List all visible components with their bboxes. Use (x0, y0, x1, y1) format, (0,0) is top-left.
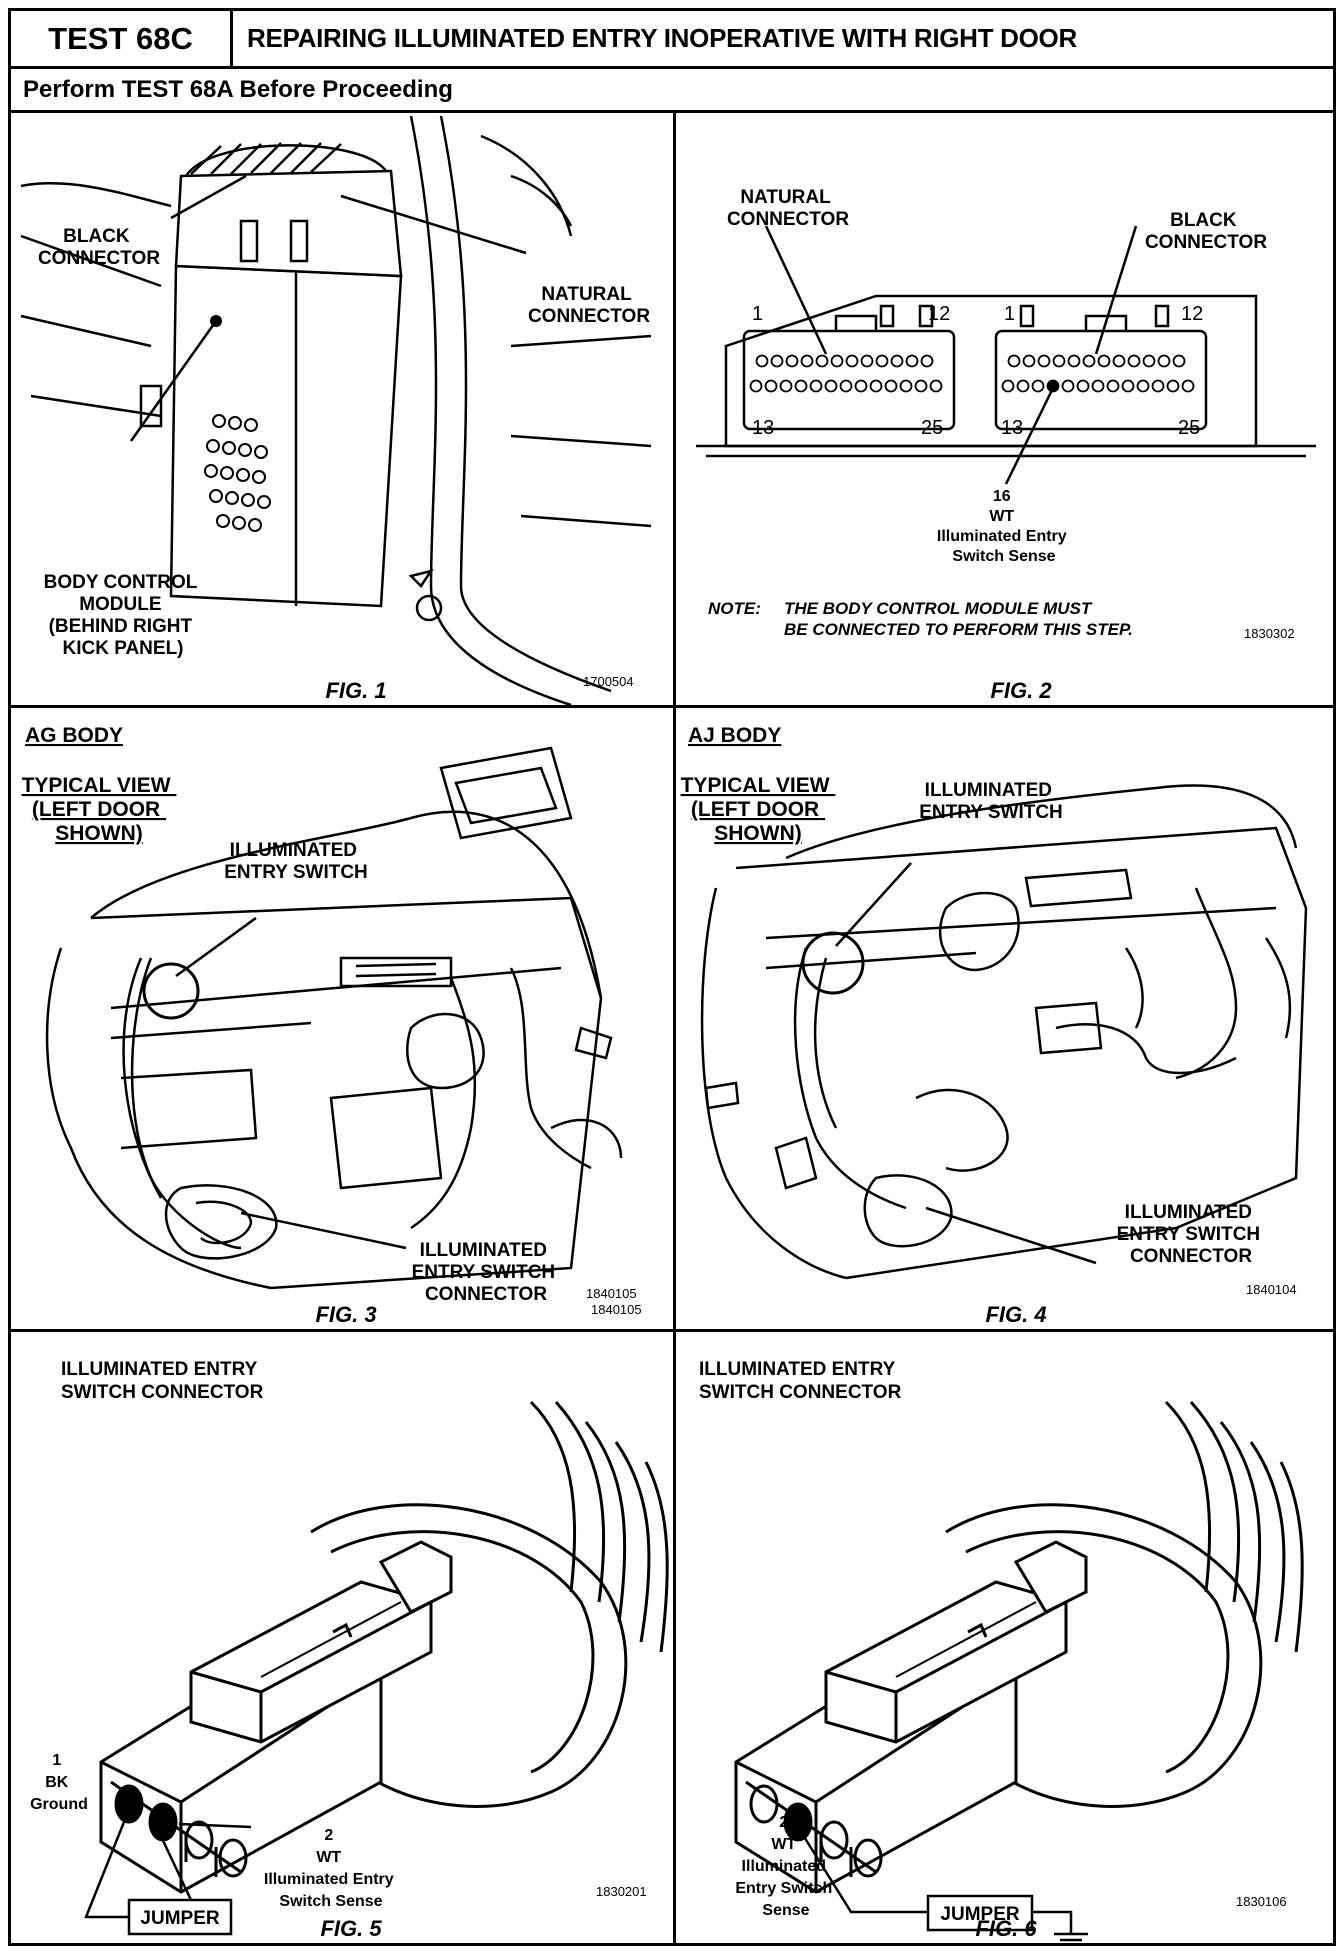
test-title: REPAIRING ILLUMINATED ENTRY INOPERATIVE … (247, 23, 1077, 53)
fig2-label-black-connector: BLACK CONNECTOR (1145, 210, 1267, 253)
fig1-panel: BLACK CONNECTOR NATURAL CONNECTOR BODY C… (20, 116, 652, 705)
fig3-label-switch: ILLUMINATED ENTRY SWITCH (224, 840, 368, 883)
fig6-jumper-label: JUMPER (940, 1904, 1019, 1925)
fig4-caption: FIG. 4 (985, 1302, 1046, 1327)
column-divider (673, 113, 676, 1943)
fig4-view-label: TYPICAL VIEW (LEFT DOOR SHOWN) (681, 774, 836, 845)
row-divider-2 (11, 1329, 1333, 1332)
fig6-jumper-box (926, 1894, 1034, 1932)
fig2-panel: NATURAL CONNECTOR BLACK CONNECTOR 1 12 1… (696, 187, 1316, 703)
fig5-jumper-box (127, 1898, 233, 1936)
fig5-title: ILLUMINATED ENTRY SWITCH CONNECTOR (61, 1359, 264, 1403)
fig6-pin2-label: 2 WT Illuminated Entry Switch Sense (735, 1814, 836, 1919)
fig6-jumper-wiring (796, 1826, 1088, 1942)
test-id: TEST 68C (11, 11, 233, 66)
fig3-title: AG BODY (25, 724, 123, 747)
fig2-label-natural-connector: NATURAL CONNECTOR (727, 187, 849, 230)
fig6-caption: FIG. 6 (975, 1916, 1037, 1941)
fig1-leaders (129, 174, 527, 442)
fig6-title: ILLUMINATED ENTRY SWITCH CONNECTOR (699, 1359, 902, 1403)
fig3-leaders (175, 916, 407, 1250)
fig4-switch-circle (801, 931, 865, 995)
fig5-pin2-label: 2 WT Illuminated Entry Switch Sense (264, 1827, 398, 1910)
fig6-code: 1830106 (1236, 1894, 1287, 1909)
fig5-pin1-label: 1 BK Ground (30, 1752, 88, 1813)
fig2-leaders (764, 225, 1138, 485)
fig2-note: NOTE: THE BODY CONTROL MODULE MUST BE CO… (708, 599, 1133, 639)
fig1-label-natural-connector: NATURAL CONNECTOR (528, 284, 650, 327)
fig5-caption: FIG. 5 (320, 1916, 382, 1941)
fig4-leaders (835, 862, 1097, 1265)
header: TEST 68C REPAIRING ILLUMINATED ENTRY INO… (11, 11, 1333, 69)
fig3-caption: FIG. 3 (315, 1302, 376, 1327)
fig2-pin-rows (749, 354, 1195, 393)
fig4-label-connector: ILLUMINATED ENTRY SWITCH CONNECTOR (1117, 1202, 1266, 1267)
fig1-pin-marker (210, 315, 222, 327)
row-divider-1 (11, 705, 1333, 708)
fig1-label-bcm: BODY CONTROL MODULE (BEHIND RIGHT KICK P… (44, 572, 203, 659)
fig3-panel: AG BODY TYPICAL VIEW (LEFT DOOR SHOWN) (22, 724, 642, 1327)
fig3-view-label: TYPICAL VIEW (LEFT DOOR SHOWN) (22, 774, 177, 845)
fig2-pin16-marker (1047, 380, 1059, 392)
fig1-caption: FIG. 1 (325, 678, 386, 703)
fig4-panel: AJ BODY TYPICAL VIEW (LEFT DOOR SHOWN) (681, 724, 1308, 1327)
fig5-leaders (178, 1822, 252, 1829)
fig1-label-black-connector: BLACK CONNECTOR (38, 226, 160, 269)
fig5-code: 1830201 (596, 1884, 647, 1899)
fig4-label-switch: ILLUMINATED ENTRY SWITCH (919, 780, 1063, 823)
prerequisite-note: Perform TEST 68A Before Proceeding (11, 69, 1333, 113)
fig4-title: AJ BODY (688, 724, 781, 747)
test-sheet: TEST 68C REPAIRING ILLUMINATED ENTRY INO… (8, 8, 1336, 1946)
fig6-panel: ILLUMINATED ENTRY SWITCH CONNECTOR (699, 1359, 1304, 1942)
fig2-caption: FIG. 2 (990, 678, 1052, 703)
fig5-panel: ILLUMINATED ENTRY SWITCH CONNECTOR (30, 1359, 669, 1941)
fig5-connector-drawing (99, 1400, 669, 1894)
fig2-code: 1830302 (1244, 626, 1295, 641)
fig3-switch-circle (142, 962, 200, 1020)
fig6-connector-drawing (734, 1400, 1304, 1894)
fig2-pin16-label: 16 WT Illuminated Entry Switch Sense (937, 488, 1071, 565)
fig3-door-drawing (45, 746, 623, 1290)
fig3-label-connector: ILLUMINATED ENTRY SWITCH CONNECTOR (412, 1240, 561, 1305)
fig3-codes: 1840105 1840105 (586, 1286, 642, 1317)
fig1-code: 1700504 (583, 674, 634, 689)
fig5-jumper-label: JUMPER (140, 1908, 219, 1929)
fig2-connector-body (696, 294, 1316, 458)
fig2-pin-numbers: 1 12 1 12 13 25 13 25 (752, 303, 1209, 439)
fig4-code: 1840104 (1246, 1282, 1297, 1297)
fig4-door-drawing (700, 784, 1308, 1280)
